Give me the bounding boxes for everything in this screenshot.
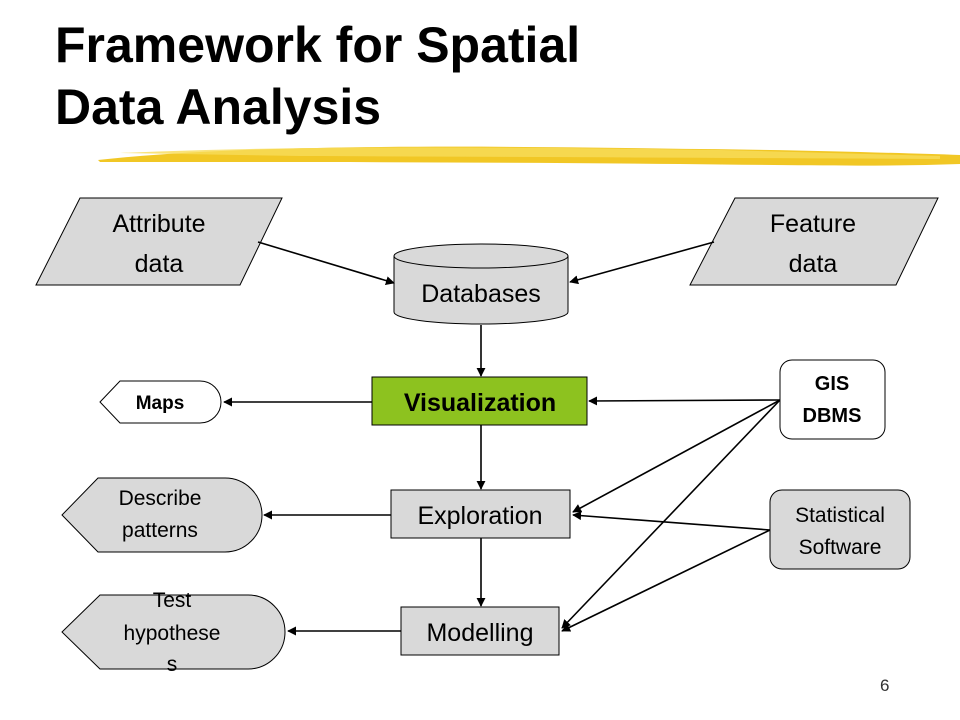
test-hypotheses-node: Test hypothese s bbox=[61, 589, 286, 676]
arrow-gis-to-exploration bbox=[572, 399, 781, 513]
describe-patterns-node: Describe patterns bbox=[61, 477, 263, 553]
visualization-label: Visualization bbox=[404, 389, 556, 417]
attribute-data-node: Attribute data bbox=[35, 197, 283, 286]
page-title: Framework for Spatial Data Analysis bbox=[55, 14, 580, 138]
attribute-data-line2: data bbox=[135, 250, 184, 278]
arrow-statistical-to-exploration bbox=[572, 511, 771, 531]
title-line-1: Framework for Spatial bbox=[55, 17, 581, 73]
gis-dbms-line2: DBMS bbox=[803, 405, 862, 427]
arrow-attribute-to-databases bbox=[257, 241, 395, 285]
databases-node: Databases bbox=[393, 243, 569, 325]
statistical-software-line2: Software bbox=[799, 536, 882, 559]
arrow-statistical-to-modelling bbox=[561, 529, 771, 632]
gis-dbms-node: GIS DBMS bbox=[779, 359, 886, 440]
statistical-software-node: Statistical Software bbox=[769, 489, 911, 570]
maps-node: Maps bbox=[99, 380, 222, 424]
connectors bbox=[223, 241, 781, 636]
feature-data-line1: Feature bbox=[770, 210, 856, 238]
arrow-gis-to-visualization bbox=[588, 396, 781, 406]
test-hypotheses-line2: hypothese bbox=[124, 622, 221, 645]
title-line-2: Data Analysis bbox=[55, 79, 382, 135]
page-number: 6 bbox=[880, 676, 890, 695]
arrow-feature-to-databases bbox=[569, 241, 715, 285]
attribute-data-line1: Attribute bbox=[112, 210, 205, 238]
describe-patterns-line2: patterns bbox=[122, 519, 198, 542]
exploration-node: Exploration bbox=[390, 489, 571, 539]
statistical-software-line1: Statistical bbox=[795, 504, 885, 527]
modelling-label: Modelling bbox=[426, 619, 533, 647]
test-hypotheses-line1: Test bbox=[153, 589, 192, 612]
modelling-node: Modelling bbox=[400, 606, 560, 656]
arrow-gis-to-modelling bbox=[561, 399, 781, 629]
gis-dbms-line1: GIS bbox=[815, 373, 849, 395]
databases-label: Databases bbox=[421, 280, 541, 308]
feature-data-node: Feature data bbox=[689, 197, 939, 286]
test-hypotheses-line3: s bbox=[167, 653, 178, 676]
maps-label: Maps bbox=[136, 393, 185, 414]
title-underline-stroke bbox=[98, 146, 960, 166]
describe-patterns-line1: Describe bbox=[119, 487, 202, 510]
exploration-label: Exploration bbox=[417, 502, 542, 530]
feature-data-line2: data bbox=[789, 250, 838, 278]
visualization-node: Visualization bbox=[371, 376, 588, 426]
